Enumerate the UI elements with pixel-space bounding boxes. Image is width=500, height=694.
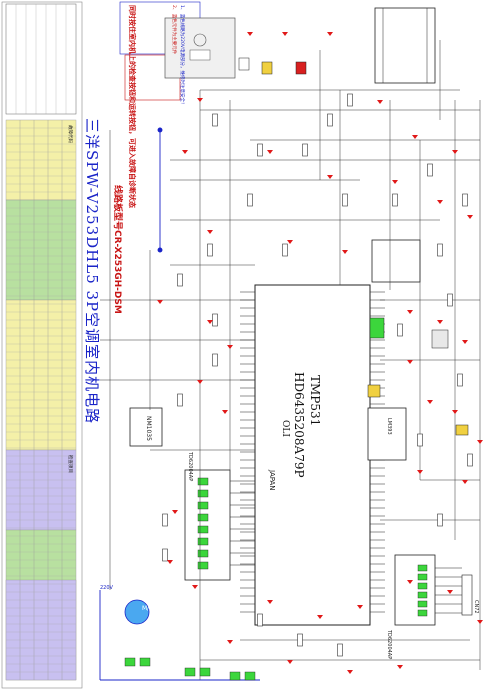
note-line-2: 2、 蓝色元件为主要元件 [171, 5, 176, 55]
connector-label: CN72 [473, 600, 479, 614]
driver-ic-right [394, 554, 462, 626]
power-label: 220V [100, 585, 113, 591]
board-model: 线路板型号CR-X253GH-DSM [112, 185, 122, 314]
main-mcu [240, 284, 385, 626]
warning-block: 同时按住室内机上的检查按钮和运转按钮，可进入故障自诊断状态 [128, 5, 136, 208]
mcu-label-3: OLI [280, 420, 290, 437]
note-line-1: 1、 蓝色线路为220V电源部分，维修时注意安全！ [179, 5, 184, 107]
driver-right-label: TD62004AP [386, 630, 392, 660]
eeprom-label: NM1035 [145, 416, 152, 441]
display-board [164, 17, 236, 79]
driver-left-label: TD62004AP [187, 452, 193, 482]
right-table-header: 检查项目 [67, 455, 72, 473]
diagram-title: 三洋SPW-V253DHL5 3P空调室内机电路 [83, 118, 101, 425]
mcu-label-1: TMP531 [308, 375, 322, 427]
mcu-country: JAPAN [268, 470, 276, 491]
motor-symbol [124, 599, 150, 625]
motor-label: M/V [142, 605, 154, 612]
relay-block [374, 7, 436, 84]
driver-ic-left [184, 469, 255, 581]
fault-code-table [1, 1, 83, 689]
mcu-label-2: HD6435208A79P [292, 372, 306, 478]
left-table-header: 故障代码 [67, 125, 72, 143]
reset-chip-label: LM393 [386, 418, 392, 435]
